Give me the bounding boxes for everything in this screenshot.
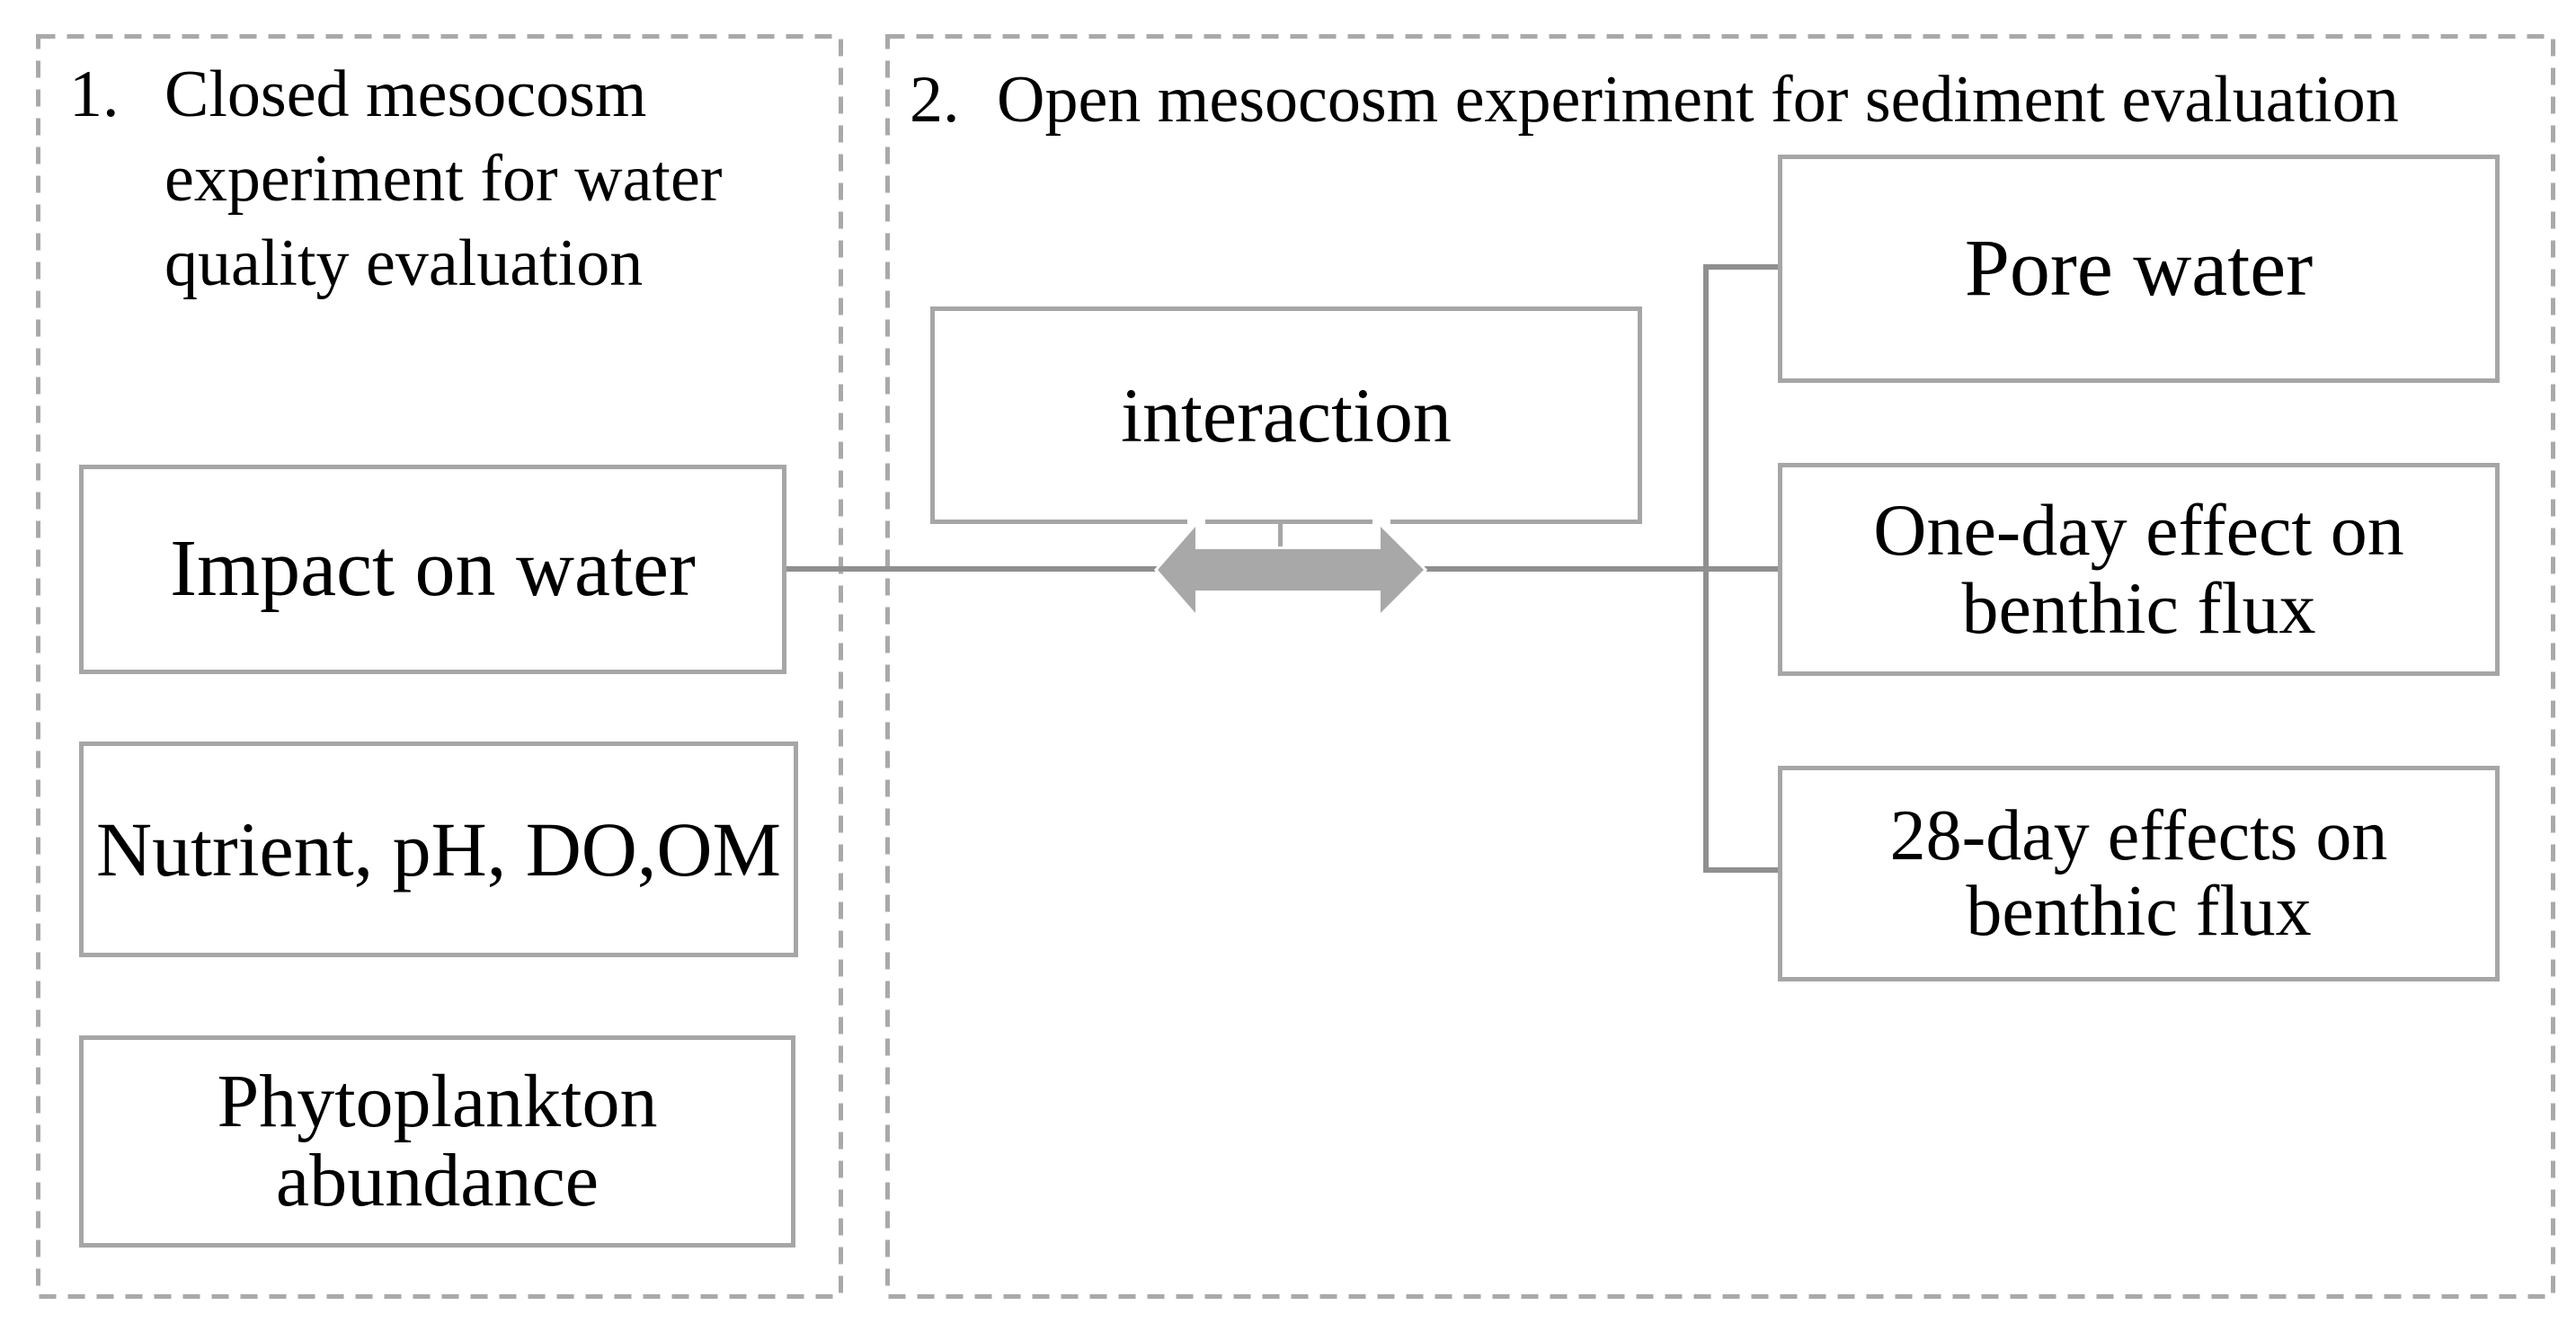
panel-1-dashed-border	[36, 34, 843, 1299]
bracket-top-stub	[1703, 264, 1778, 270]
interaction-tick-line	[1278, 524, 1283, 546]
bracket-bottom-stub	[1703, 867, 1778, 873]
panel-2-dashed-border	[885, 34, 2555, 1299]
main-connector-line	[786, 566, 1778, 572]
bracket-vertical-line	[1703, 264, 1709, 873]
